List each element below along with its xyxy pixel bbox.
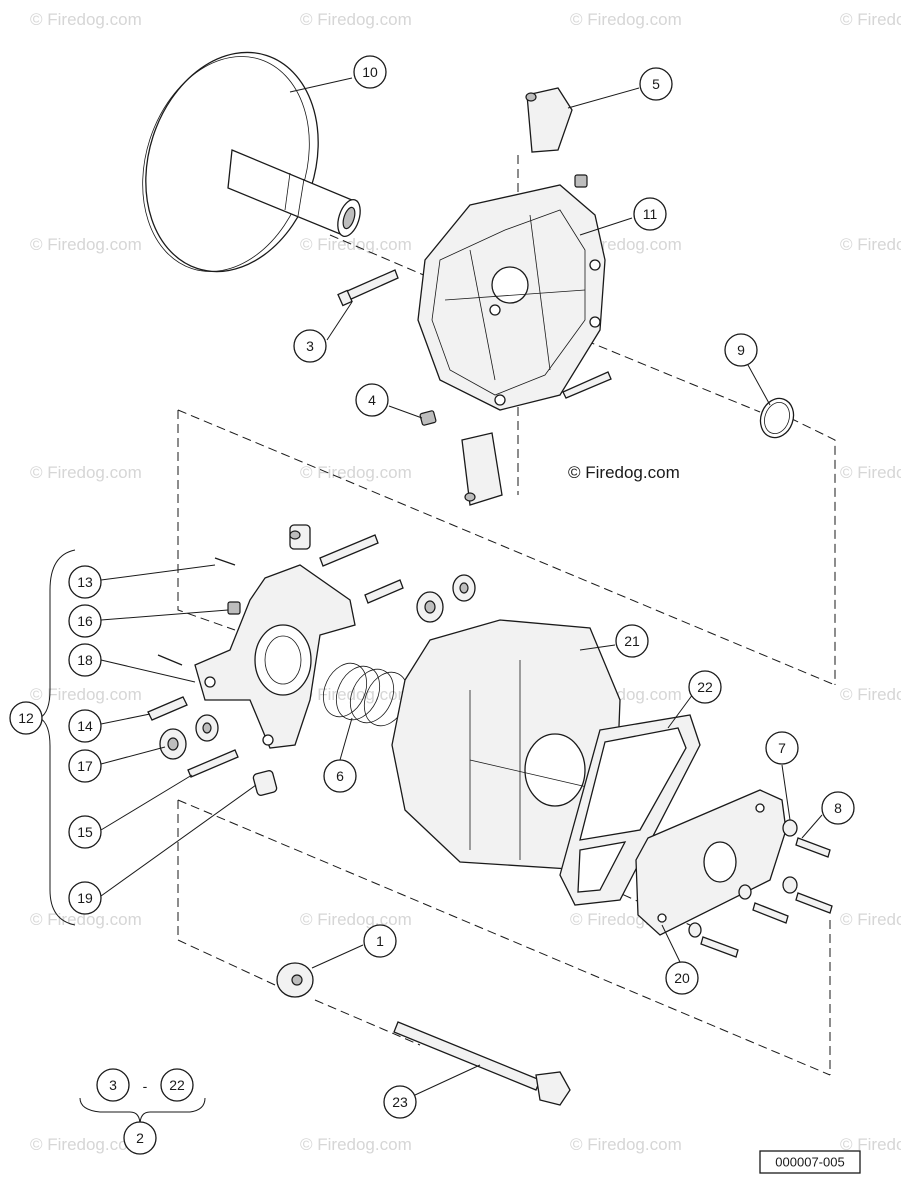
- callout-20: 20: [665, 961, 699, 995]
- watermark-text: © Firedog.com: [570, 10, 682, 29]
- callout-13: 13: [68, 565, 102, 599]
- watermark-text: © Firedog.com: [300, 10, 412, 29]
- callout-range-start: 3: [96, 1068, 130, 1102]
- part-10-sheave: [142, 51, 361, 273]
- svg-text:8: 8: [834, 800, 842, 816]
- callout-12: 12: [9, 701, 43, 735]
- part-14-pin: [147, 696, 188, 721]
- watermark-text: © Firedog.com: [570, 1135, 682, 1154]
- svg-text:23: 23: [392, 1094, 408, 1110]
- part-1-washer: [276, 962, 314, 998]
- callout-14: 14: [68, 709, 102, 743]
- part-4-nut: [419, 174, 588, 426]
- watermark-text: © Firedog.com: [840, 463, 901, 482]
- callout-7: 7: [765, 731, 799, 765]
- svg-text:21: 21: [624, 633, 640, 649]
- svg-text:5: 5: [652, 76, 660, 92]
- watermark-text: © Firedog.com: [840, 1135, 901, 1154]
- callout-19: 19: [68, 881, 102, 915]
- svg-text:19: 19: [77, 890, 93, 906]
- watermark-text: © Firedog.com: [30, 463, 142, 482]
- svg-text:16: 16: [77, 613, 93, 629]
- watermark-text: © Firedog.com: [840, 10, 901, 29]
- svg-text:22: 22: [697, 679, 713, 695]
- svg-text:11: 11: [643, 206, 658, 222]
- svg-text:2: 2: [136, 1130, 144, 1146]
- watermark-text: © Firedog.com: [300, 685, 412, 704]
- watermark-text: © Firedog.com: [30, 1135, 142, 1154]
- callout-3: 3: [293, 329, 327, 363]
- svg-text:7: 7: [778, 740, 786, 756]
- svg-text:6: 6: [336, 768, 344, 784]
- svg-text:13: 13: [77, 574, 93, 590]
- part-20-cover-plate: [635, 789, 787, 936]
- part-11-cover: [417, 184, 606, 411]
- callout-17: 17: [68, 749, 102, 783]
- callout-4: 4: [355, 383, 389, 417]
- watermark-text: © Firedog.com: [300, 463, 412, 482]
- callout-range-end: 22: [160, 1068, 194, 1102]
- watermark-text: © Firedog.com: [300, 235, 412, 254]
- callout-8: 8: [821, 791, 855, 825]
- callout-18: 18: [68, 643, 102, 677]
- watermark-text: © Firedog.com: [300, 1135, 412, 1154]
- svg-text:15: 15: [77, 824, 93, 840]
- svg-text:1: 1: [376, 933, 384, 949]
- callout-1: 1: [363, 924, 397, 958]
- callout-23: 23: [383, 1085, 417, 1119]
- svg-text:3: 3: [109, 1077, 117, 1093]
- callout-16: 16: [68, 604, 102, 638]
- part-9-ring: [759, 397, 795, 439]
- callout-10: 10: [353, 55, 387, 89]
- group-12-brace: [39, 549, 76, 926]
- watermark-text: © Firedog.com: [300, 910, 412, 929]
- range-dash: -: [143, 1078, 148, 1094]
- svg-text:10: 10: [362, 64, 378, 80]
- watermark-text: © Firedog.com: [840, 910, 901, 929]
- range-brace: [79, 1097, 206, 1126]
- part-3-pin: [337, 269, 399, 307]
- part-23-bolt: [393, 1021, 571, 1106]
- watermark-text: © Firedog.com: [30, 235, 142, 254]
- svg-text:14: 14: [77, 718, 93, 734]
- part-22-gasket: [559, 714, 701, 906]
- part-weight-lower: [461, 432, 503, 506]
- part-17-rollers: [159, 574, 476, 760]
- svg-text:3: 3: [306, 338, 314, 354]
- reference-code-box: 000007-005: [759, 1150, 861, 1174]
- callout-21: 21: [615, 624, 649, 658]
- watermark-text: © Firedog.com: [30, 10, 142, 29]
- svg-text:4: 4: [368, 392, 376, 408]
- callout-9: 9: [724, 333, 758, 367]
- callout-2: 2: [123, 1121, 157, 1155]
- watermark-text: © Firedog.com: [30, 685, 142, 704]
- part-12-bracket: [157, 524, 404, 749]
- part-15-screw: [187, 749, 239, 778]
- svg-text:20: 20: [674, 970, 690, 986]
- leader-lines: [100, 77, 823, 1096]
- part-5-weight: [525, 87, 573, 153]
- callout-15: 15: [68, 815, 102, 849]
- callout-5: 5: [639, 67, 673, 101]
- svg-text:22: 22: [169, 1077, 185, 1093]
- reference-code: 000007-005: [775, 1155, 844, 1170]
- copyright-label: © Firedog.com: [568, 463, 680, 482]
- part-19-bushing: [252, 770, 278, 796]
- watermark-text: © Firedog.com: [30, 910, 142, 929]
- part-pin-right: [562, 371, 612, 399]
- watermark-text: © Firedog.com: [840, 685, 901, 704]
- callout-11: 11: [633, 197, 667, 231]
- svg-text:17: 17: [77, 758, 93, 774]
- part-21-housing: [391, 619, 621, 871]
- callout-6: 6: [323, 759, 357, 793]
- callout-22: 22: [688, 670, 722, 704]
- svg-text:18: 18: [77, 652, 93, 668]
- svg-text:12: 12: [18, 710, 34, 726]
- watermark-text: © Firedog.com: [840, 235, 901, 254]
- svg-text:9: 9: [737, 342, 745, 358]
